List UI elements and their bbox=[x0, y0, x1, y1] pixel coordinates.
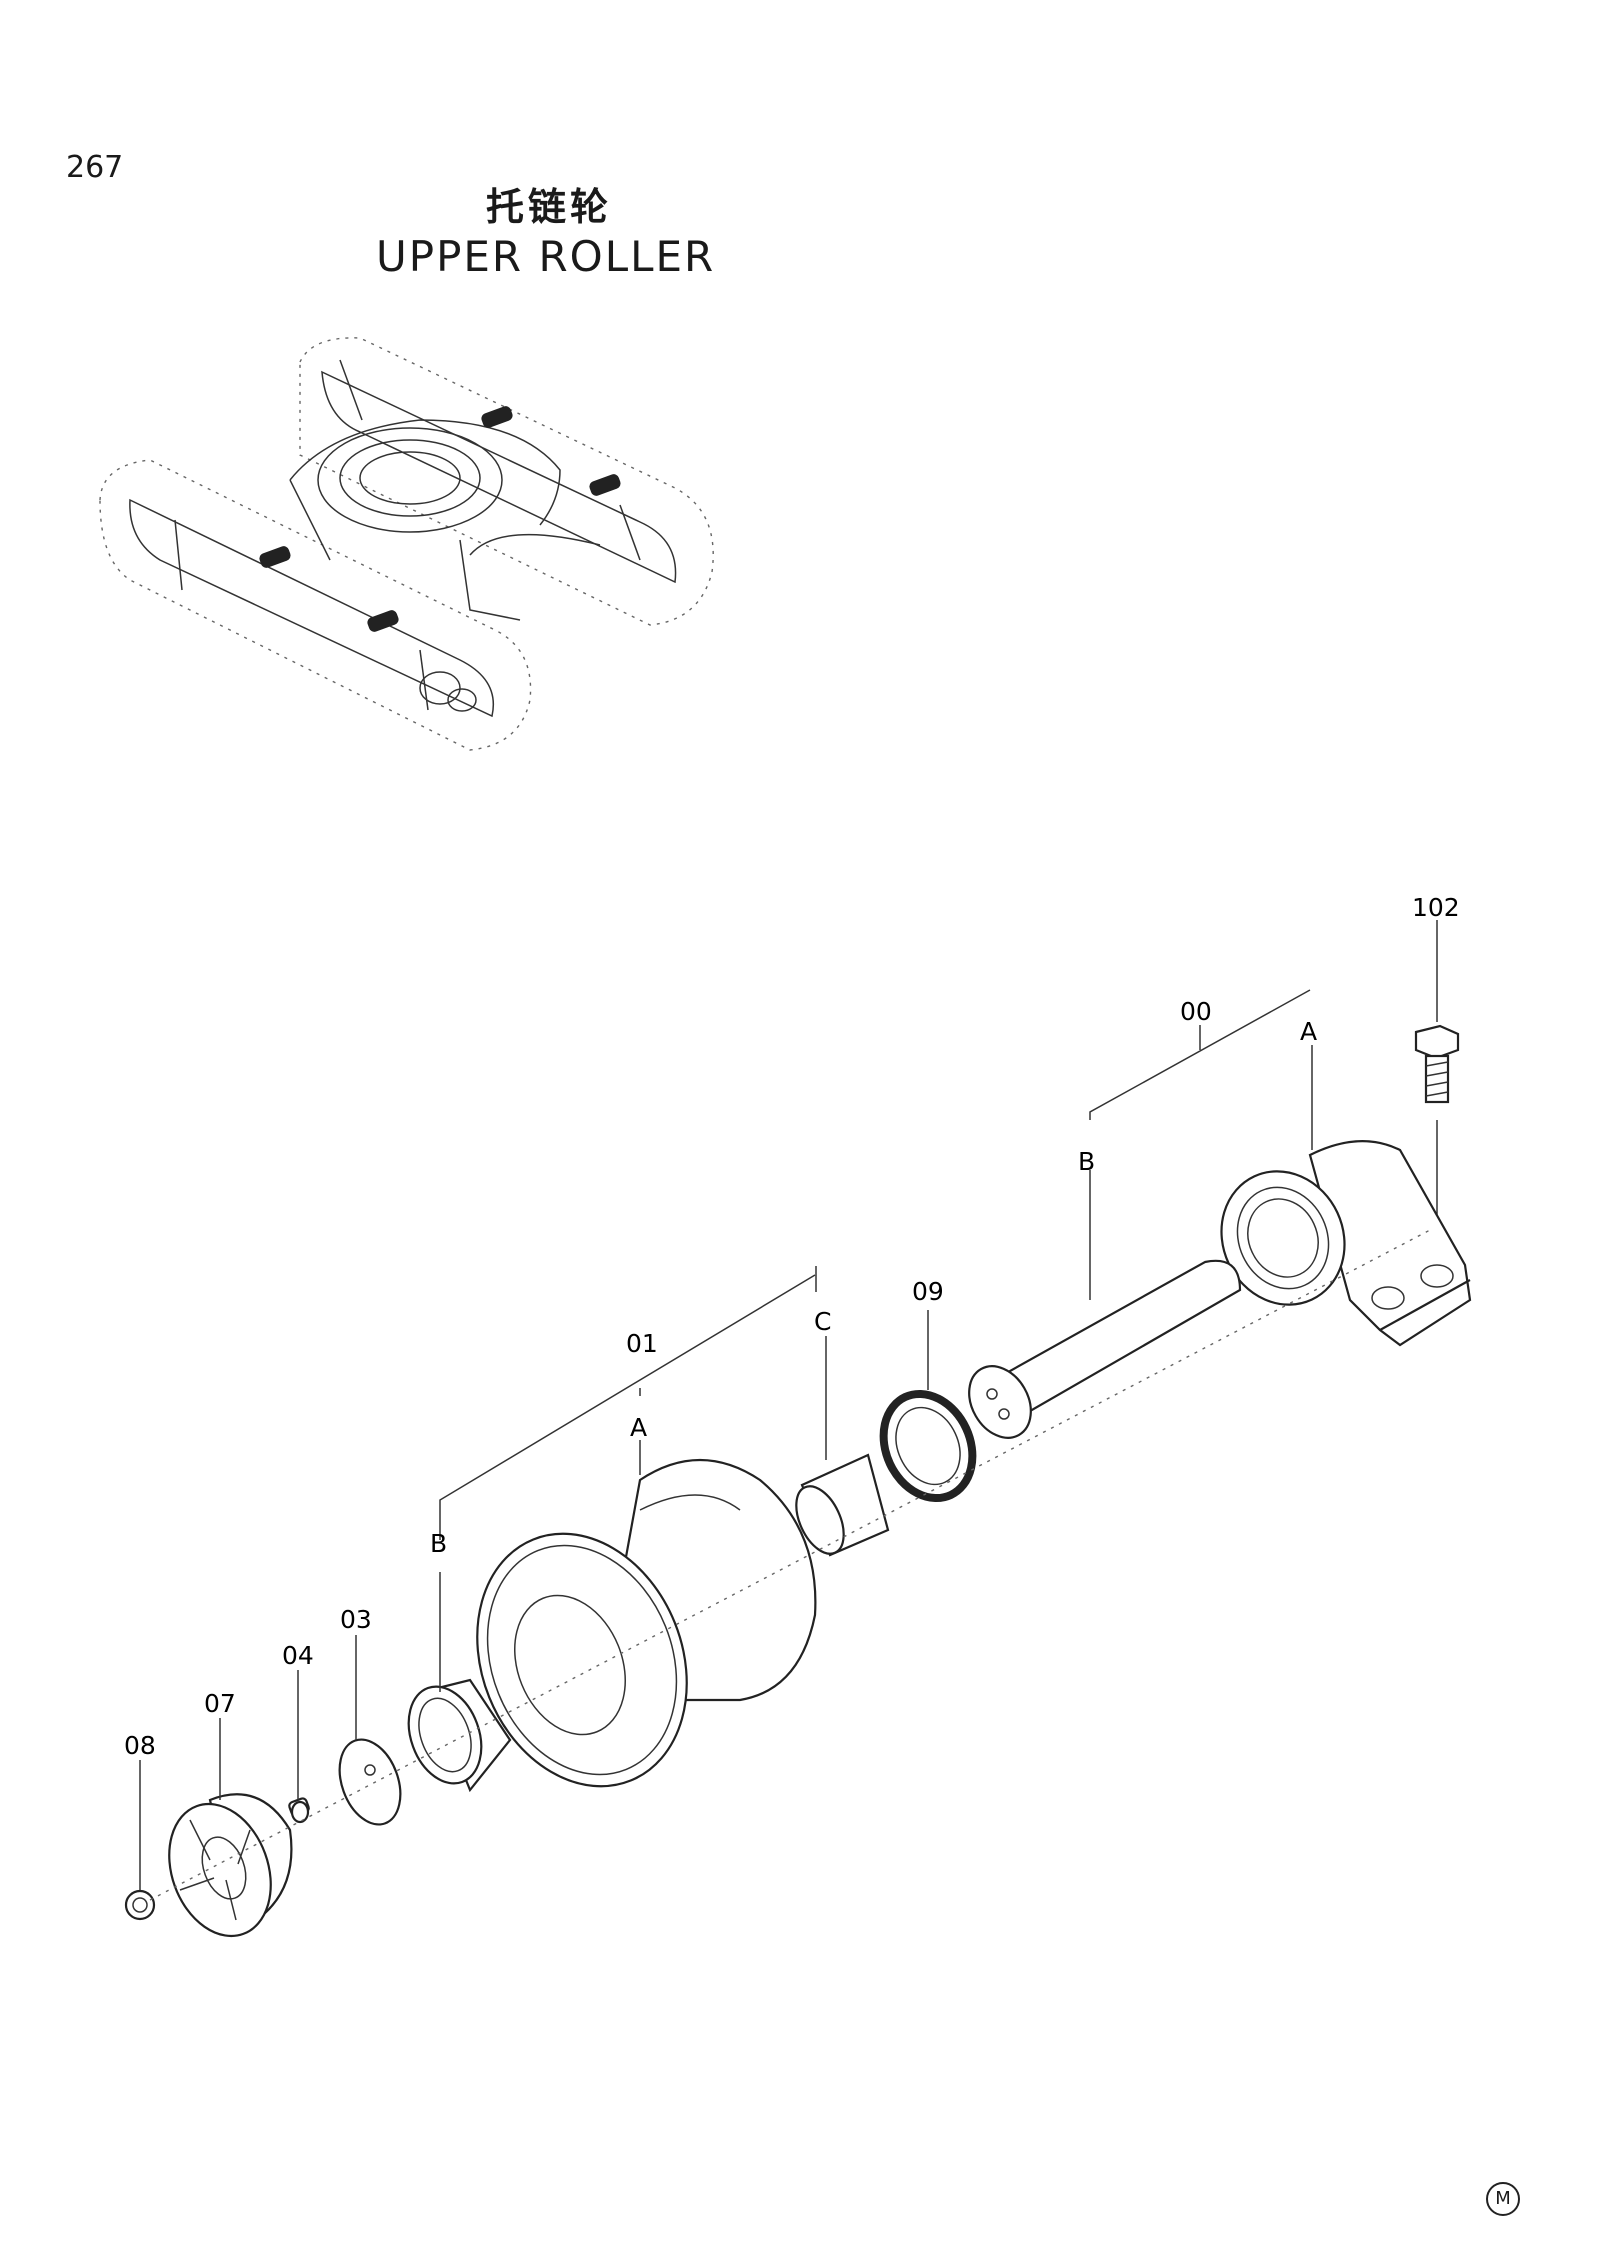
callout-01-b: B bbox=[430, 1529, 447, 1558]
manufacturer-mark: M bbox=[1486, 2182, 1520, 2216]
callout-01: 01 bbox=[626, 1329, 658, 1358]
callout-00-b: B bbox=[1078, 1147, 1095, 1176]
callout-09: 09 bbox=[912, 1277, 944, 1306]
leader-lines bbox=[139, 989, 1431, 1901]
callout-01-c: C bbox=[814, 1307, 831, 1336]
callout-00: 00 bbox=[1180, 997, 1212, 1026]
thrust-plate-icon bbox=[338, 1738, 402, 1826]
callout-03: 03 bbox=[340, 1605, 372, 1634]
title-chinese: 托链轮 bbox=[486, 185, 613, 229]
callout-00-a: A bbox=[1300, 1017, 1317, 1046]
callout-08: 08 bbox=[124, 1731, 156, 1760]
roller-shaft-icon bbox=[968, 1259, 1242, 1439]
floating-seal-icon bbox=[879, 1389, 977, 1503]
title-english: UPPER ROLLER bbox=[376, 232, 716, 281]
callout-04: 04 bbox=[282, 1641, 314, 1670]
page-number: 267 bbox=[66, 150, 124, 185]
callout-01-a: A bbox=[630, 1413, 647, 1442]
bolt-102-icon bbox=[1414, 1024, 1460, 1104]
roller-body-icon bbox=[476, 1458, 817, 1788]
plug-08-icon bbox=[124, 1889, 156, 1921]
callout-102: 102 bbox=[1412, 893, 1460, 922]
screw-04-icon bbox=[288, 1797, 310, 1824]
undercarriage-overview bbox=[99, 337, 714, 751]
bushing-b-icon bbox=[407, 1678, 512, 1793]
cover-07-icon bbox=[168, 1793, 293, 1938]
bushing-c-icon bbox=[795, 1453, 890, 1557]
roller-bracket-icon bbox=[1220, 1140, 1472, 1347]
roller-marker-icon bbox=[259, 406, 621, 632]
callout-07: 07 bbox=[204, 1689, 236, 1718]
